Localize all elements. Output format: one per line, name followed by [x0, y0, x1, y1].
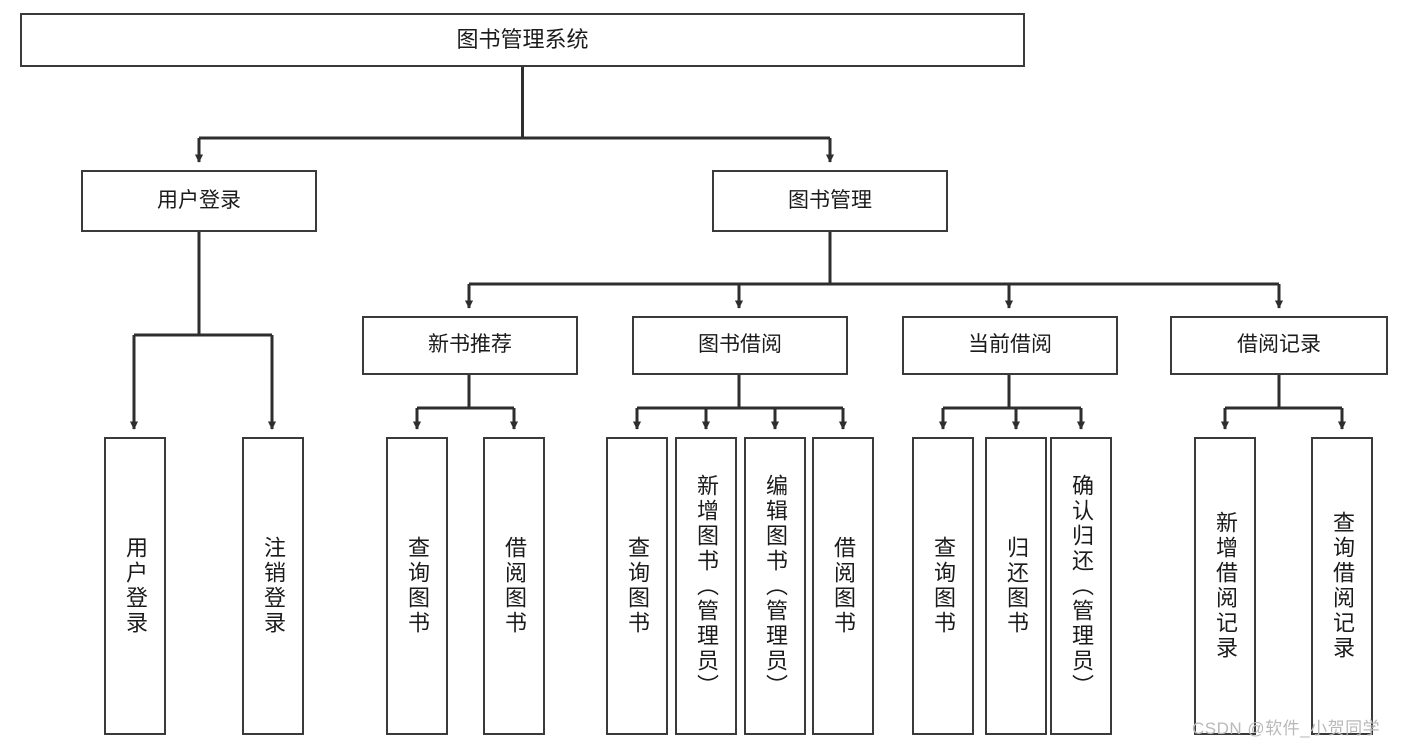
node-leaf-add-record[interactable]: 新增借阅记录 — [1194, 437, 1256, 735]
node-label: 用户登录 — [123, 536, 148, 636]
node-current-borrow[interactable]: 当前借阅 — [902, 316, 1118, 375]
node-user-login[interactable]: 用户登录 — [81, 170, 317, 232]
node-label: 确认归还（管理员） — [1069, 473, 1094, 699]
node-leaf-query-book-1[interactable]: 查询图书 — [386, 437, 448, 735]
node-leaf-return-book[interactable]: 归还图书 — [985, 437, 1047, 735]
node-label: 注销登录 — [261, 536, 286, 636]
node-leaf-query-book-2[interactable]: 查询图书 — [606, 437, 668, 735]
node-book-borrow[interactable]: 图书借阅 — [632, 316, 848, 375]
csdn-watermark: CSDN @软件_小贺同学 — [1192, 719, 1381, 738]
node-root[interactable]: 图书管理系统 — [20, 13, 1025, 67]
node-label: 查询图书 — [625, 536, 650, 636]
node-label: 借阅记录 — [1237, 333, 1321, 357]
node-label: 借阅图书 — [502, 536, 527, 636]
node-leaf-borrow-book-1[interactable]: 借阅图书 — [483, 437, 545, 735]
node-leaf-edit-book[interactable]: 编辑图书（管理员） — [744, 437, 806, 735]
node-leaf-query-book-3[interactable]: 查询图书 — [912, 437, 974, 735]
node-label: 当前借阅 — [968, 333, 1052, 357]
node-leaf-query-record[interactable]: 查询借阅记录 — [1311, 437, 1373, 735]
node-label: 编辑图书（管理员） — [763, 473, 788, 699]
node-label: 用户登录 — [157, 188, 241, 212]
node-leaf-borrow-book-2[interactable]: 借阅图书 — [812, 437, 874, 735]
node-leaf-user-logout[interactable]: 注销登录 — [242, 437, 304, 735]
node-leaf-user-login[interactable]: 用户登录 — [104, 437, 166, 735]
node-label: 图书借阅 — [698, 333, 782, 357]
node-label: 图书管理系统 — [456, 27, 589, 53]
node-borrow-record[interactable]: 借阅记录 — [1170, 316, 1388, 375]
node-label: 图书管理 — [788, 188, 872, 212]
node-new-book-rec[interactable]: 新书推荐 — [362, 316, 578, 375]
node-label: 查询图书 — [405, 536, 430, 636]
node-label: 新增图书（管理员） — [694, 473, 719, 699]
node-label: 归还图书 — [1004, 536, 1029, 636]
node-leaf-confirm-return[interactable]: 确认归还（管理员） — [1050, 437, 1112, 735]
node-book-manage[interactable]: 图书管理 — [712, 170, 948, 232]
node-label: 查询图书 — [931, 536, 956, 636]
node-label: 新增借阅记录 — [1213, 511, 1238, 661]
node-label: 借阅图书 — [831, 536, 856, 636]
node-leaf-add-book[interactable]: 新增图书（管理员） — [675, 437, 737, 735]
node-label: 新书推荐 — [428, 333, 512, 357]
node-label: 查询借阅记录 — [1330, 511, 1355, 661]
